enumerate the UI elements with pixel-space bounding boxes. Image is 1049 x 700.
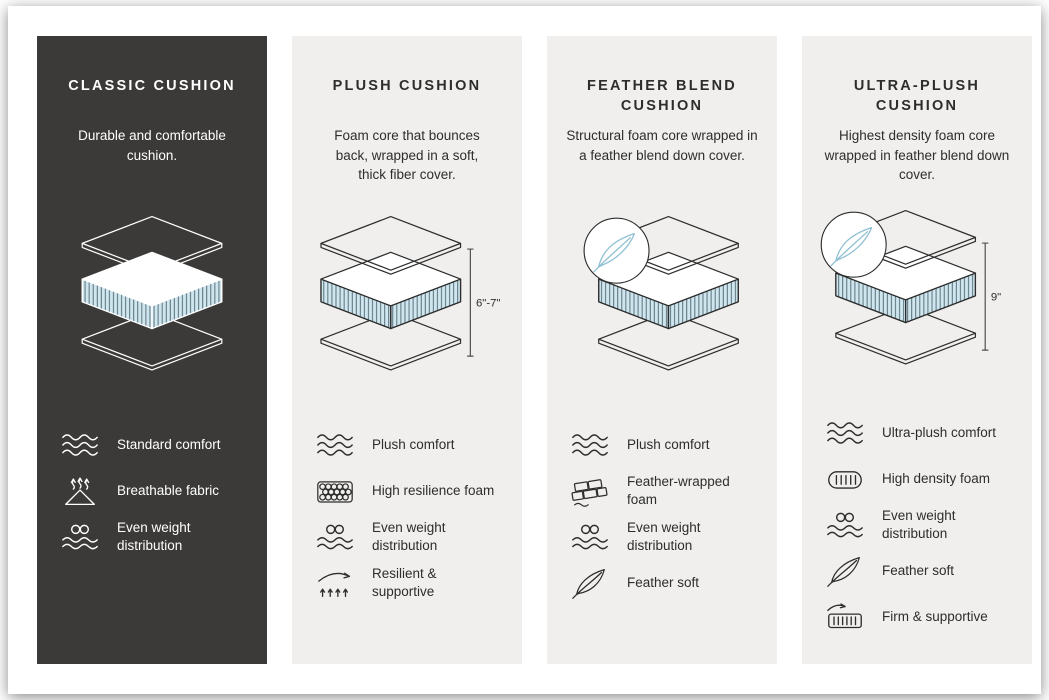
feather-blend-cushion-card: FEATHER BLEND CUSHION Structural foam co…: [547, 36, 777, 664]
card-description: Durable and comfortable cushion.: [78, 128, 226, 163]
feature-label: Feather soft: [627, 575, 700, 591]
firm-supportive-icon: [824, 600, 866, 634]
feature-list: Plush comfort High resilience foam Even …: [308, 422, 506, 606]
feather-badge: [583, 217, 650, 284]
feature-row: Plush comfort: [314, 422, 500, 468]
waves-icon: [59, 428, 101, 462]
classic-cushion-card: CLASSIC CUSHION Durable and comfortable …: [37, 36, 267, 664]
bottom-cover: [81, 311, 223, 371]
feature-row: Resilient & supportive: [314, 560, 500, 606]
weight-distribution-icon: [569, 520, 611, 554]
feature-label: High resilience foam: [372, 483, 495, 499]
bottom-cover: [835, 305, 977, 365]
weight-distribution-icon: [314, 520, 356, 554]
feature-row: High density foam: [824, 456, 1010, 502]
waves-icon: [569, 428, 611, 462]
feature-row: Plush comfort: [569, 422, 755, 468]
cushion-illustration: 9": [820, 209, 1001, 365]
feature-list: Ultra-plush comfort High density foam Ev…: [818, 410, 1016, 640]
feather-icon: [824, 554, 866, 588]
cushion-cards: CLASSIC CUSHION Durable and comfortable …: [37, 36, 1032, 664]
feature-row: Feather soft: [824, 548, 1010, 594]
cushion-illustration: [583, 215, 739, 371]
feature-label: Even weight distribution: [372, 520, 446, 553]
feature-label: Plush comfort: [372, 437, 455, 453]
feature-label: Even weight distribution: [882, 508, 956, 541]
feather-icon: [569, 566, 611, 600]
height-bracket: [467, 248, 474, 357]
feature-row: Ultra-plush comfort: [824, 410, 1010, 456]
feature-row: Feather-wrapped foam: [569, 468, 755, 514]
card-title: CLASSIC CUSHION: [68, 78, 236, 94]
infographic-sheet: CLASSIC CUSHION Durable and comfortable …: [8, 6, 1041, 694]
feature-label: Feather-wrapped foam: [627, 474, 730, 507]
cushion-diagram: 9": [818, 194, 1016, 382]
card-title: FEATHER BLEND CUSHION: [587, 78, 737, 115]
foam-core: [81, 251, 223, 329]
card-title: PLUSH CUSHION: [332, 78, 482, 94]
waves-icon: [824, 416, 866, 450]
feature-row: Breathable fabric: [59, 468, 245, 514]
foam-core: [835, 245, 977, 323]
cushion-illustration: 6"-7": [320, 215, 500, 371]
waves-icon: [314, 428, 356, 462]
feature-label: Firm & supportive: [882, 609, 988, 625]
height-bracket: [981, 242, 989, 351]
height-label: 6"-7": [476, 297, 500, 309]
height-label: 9": [991, 291, 1001, 303]
feature-row: Even weight distribution: [824, 502, 1010, 548]
card-description: Highest density foam core wrapped in fea…: [824, 128, 1010, 183]
feature-row: Even weight distribution: [314, 514, 500, 560]
feature-row: Even weight distribution: [59, 514, 245, 560]
cushion-diagram: [563, 194, 761, 394]
cushion-diagram: 6"-7": [308, 194, 506, 394]
ultra-plush-cushion-card: ULTRA-PLUSH CUSHION Highest density foam…: [802, 36, 1032, 664]
plush-cushion-card: PLUSH CUSHION Foam core that bounces bac…: [292, 36, 522, 664]
feature-label: Breathable fabric: [117, 483, 220, 499]
high-density-foam-icon: [824, 462, 866, 496]
feature-label: Resilient & supportive: [372, 566, 437, 599]
feature-label: Even weight distribution: [627, 520, 701, 553]
feature-label: Standard comfort: [117, 437, 221, 453]
foam-core: [320, 251, 462, 329]
cushion-diagram: [53, 194, 251, 394]
feature-row: High resilience foam: [314, 468, 500, 514]
feature-label: Plush comfort: [627, 437, 710, 453]
foam-cells-icon: [314, 474, 356, 508]
feature-list: Standard comfort Breathable fabric Even …: [53, 422, 251, 560]
foam-core: [598, 251, 739, 329]
feature-label: Feather soft: [882, 563, 955, 579]
weight-distribution-icon: [59, 520, 101, 554]
feature-list: Plush comfort Feather-wrapped foam Even …: [563, 422, 761, 606]
card-title: ULTRA-PLUSH CUSHION: [853, 78, 981, 115]
feature-row: Even weight distribution: [569, 514, 755, 560]
resilient-spring-icon: [314, 566, 356, 600]
bottom-cover: [598, 311, 739, 371]
cushion-illustration: [81, 215, 223, 371]
top-cover: [81, 215, 223, 275]
feature-row: Standard comfort: [59, 422, 245, 468]
breathable-fabric-icon: [59, 474, 101, 508]
feather-wrapped-foam-icon: [569, 474, 611, 508]
feature-row: Feather soft: [569, 560, 755, 606]
feature-label: Ultra-plush comfort: [882, 425, 997, 441]
feather-badge: [820, 211, 887, 278]
card-description: Structural foam core wrapped in a feathe…: [566, 128, 758, 163]
card-description: Foam core that bounces back, wrapped in …: [334, 128, 480, 183]
weight-distribution-icon: [824, 508, 866, 542]
feature-row: Firm & supportive: [824, 594, 1010, 640]
bottom-cover: [320, 311, 462, 371]
feature-label: Even weight distribution: [117, 520, 191, 553]
top-cover: [320, 215, 462, 275]
feature-label: High density foam: [882, 471, 991, 487]
